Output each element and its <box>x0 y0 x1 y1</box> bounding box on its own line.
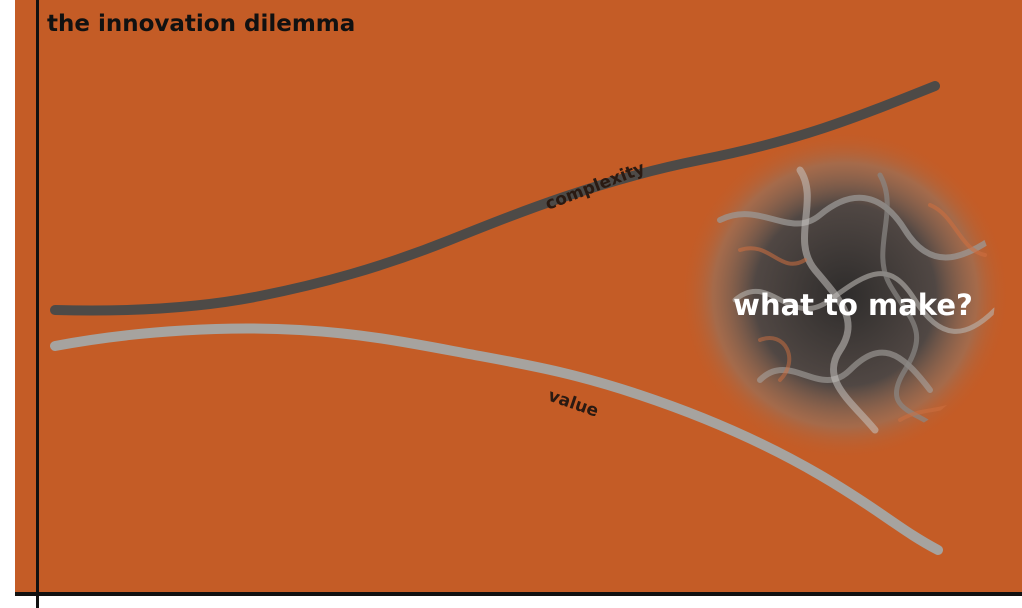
question-text: what to make? <box>733 288 973 322</box>
x-axis <box>15 592 1022 596</box>
y-axis <box>36 0 39 608</box>
diagram-title: the innovation dilemma <box>47 11 355 37</box>
